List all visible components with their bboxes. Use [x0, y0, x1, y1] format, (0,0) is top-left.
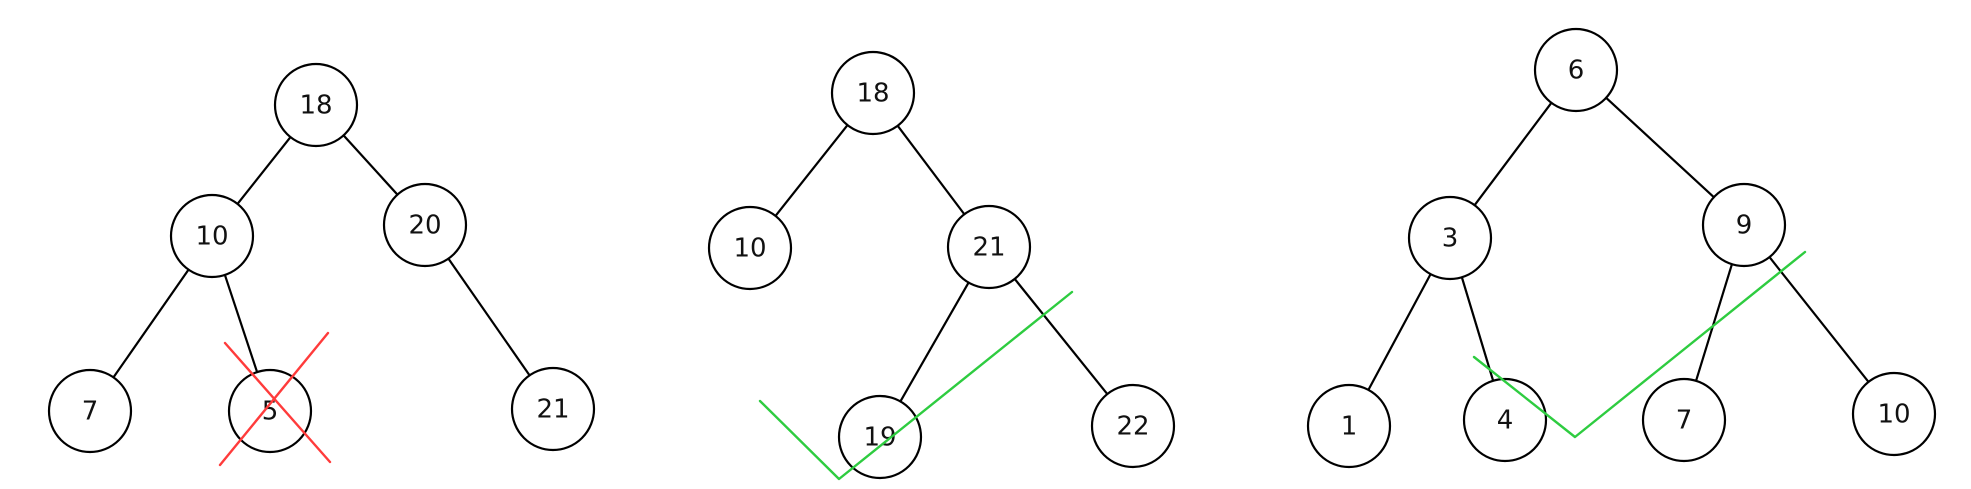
tree-node: 5 [227, 368, 313, 454]
edge-t1-10-to-t1-7 [112, 269, 190, 378]
tree-2: 18 10 21 19 22 [707, 50, 1176, 481]
check-stroke [758, 290, 1074, 481]
node-circle [707, 205, 793, 291]
cross-mark-icon [218, 331, 332, 467]
edge-t3-3-to-t3-1 [1367, 273, 1432, 391]
node-label: 10 [195, 222, 228, 252]
tree-node: 1 [1306, 383, 1392, 469]
node-label: 21 [972, 233, 1005, 263]
node-label: 18 [856, 79, 889, 109]
tree-node: 7 [47, 368, 133, 454]
edge-t3-3-to-t3-4 [1460, 276, 1495, 382]
node-label: 18 [299, 91, 332, 121]
node-circle [227, 368, 313, 454]
edge-t2-18-to-t2-10 [774, 124, 849, 217]
node-label: 10 [1877, 400, 1910, 430]
check-mark-icon [1472, 250, 1807, 439]
node-circle [1407, 195, 1493, 281]
node-label: 7 [82, 397, 99, 427]
node-circle [830, 50, 916, 136]
tree-node: 4 [1462, 377, 1548, 463]
tree-node: 9 [1701, 182, 1787, 268]
node-label: 9 [1736, 211, 1753, 241]
tree-node: 10 [169, 193, 255, 279]
edge-t3-6-to-t3-9 [1605, 96, 1715, 199]
tree-node: 19 [837, 394, 923, 480]
node-circle [47, 368, 133, 454]
edge-t3-9-to-t3-7 [1695, 263, 1733, 382]
node-circle [510, 366, 596, 452]
tree-node: 10 [1851, 371, 1937, 457]
edge-t1-18-to-t1-10 [236, 136, 292, 205]
node-circle [169, 193, 255, 279]
tree-3: 6 3 9 1 4 7 10 [1306, 27, 1937, 469]
node-label: 3 [1442, 224, 1459, 254]
edge-t1-18-to-t1-20 [342, 134, 399, 196]
node-label: 7 [1676, 406, 1693, 436]
tree-node: 3 [1407, 195, 1493, 281]
node-label: 6 [1568, 56, 1585, 86]
node-label: 10 [733, 234, 766, 264]
node-circle [382, 182, 468, 268]
tree-node: 6 [1533, 27, 1619, 113]
node-label: 20 [408, 211, 441, 241]
node-circle [837, 394, 923, 480]
node-circle [946, 204, 1032, 290]
check-mark-icon [758, 290, 1074, 481]
node-circle [1701, 182, 1787, 268]
node-circle [1462, 377, 1548, 463]
node-circle [1851, 371, 1937, 457]
cross-stroke [218, 331, 330, 467]
node-label: 5 [262, 397, 279, 427]
edge-t2-21-to-t2-19 [899, 282, 970, 402]
cross-stroke [223, 341, 332, 464]
node-circle [1306, 383, 1392, 469]
check-stroke [1472, 250, 1807, 439]
tree-node: 22 [1090, 383, 1176, 469]
tree-node: 18 [273, 62, 359, 148]
tree-node: 20 [382, 182, 468, 268]
tree-1: 18 10 20 7 5 21 [47, 62, 596, 467]
node-circle [1533, 27, 1619, 113]
node-label: 21 [536, 395, 569, 425]
tree-node: 18 [830, 50, 916, 136]
tree-node: 21 [946, 204, 1032, 290]
edge-t2-21-to-t2-22 [1013, 278, 1109, 395]
node-circle [273, 62, 359, 148]
edge-t2-18-to-t2-21 [896, 125, 966, 215]
edge-t3-9-to-t3-10 [1768, 256, 1870, 383]
tree-node: 7 [1641, 377, 1727, 463]
node-label: 22 [1116, 412, 1149, 442]
node-circle [1090, 383, 1176, 469]
tree-node: 21 [510, 366, 596, 452]
node-label: 1 [1341, 412, 1358, 442]
edge-t3-6-to-t3-3 [1473, 102, 1553, 206]
edge-t1-10-to-t1-5 [223, 274, 259, 373]
node-label: 4 [1497, 406, 1514, 436]
edge-t1-20-to-t1-21 [447, 258, 531, 376]
tree-node: 10 [707, 205, 793, 291]
node-circle [1641, 377, 1727, 463]
